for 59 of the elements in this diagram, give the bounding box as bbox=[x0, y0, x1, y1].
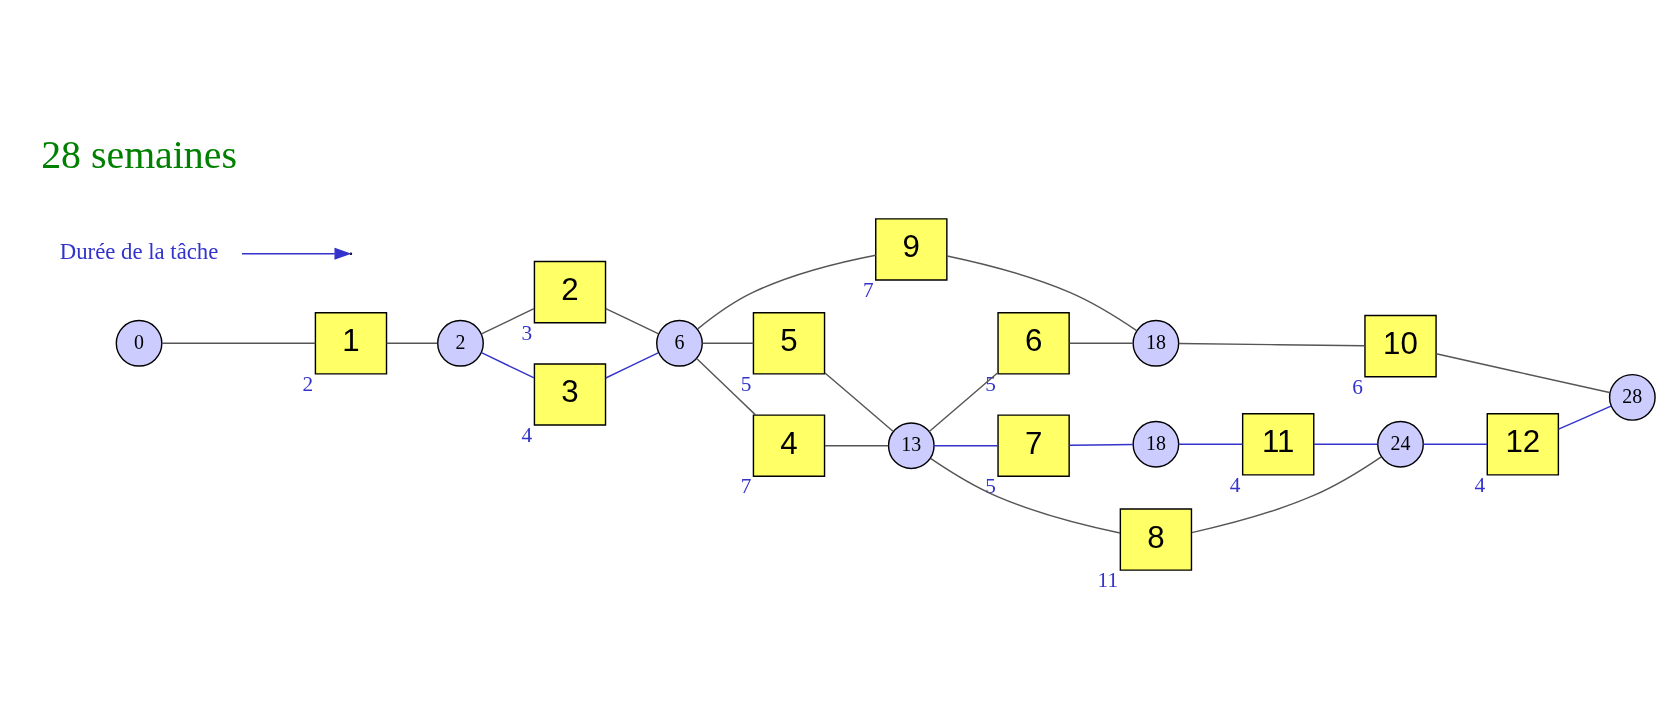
node-box: 12 bbox=[1486, 413, 1560, 476]
node-box: 9 bbox=[875, 218, 948, 281]
connector bbox=[824, 445, 889, 447]
connector bbox=[697, 254, 877, 330]
connector bbox=[930, 457, 1121, 534]
label: 28 semaines bbox=[41, 133, 237, 178]
node-label: 4 bbox=[521, 423, 533, 448]
connector bbox=[386, 342, 438, 344]
node-label: 7 bbox=[862, 278, 874, 303]
connector bbox=[946, 255, 1137, 332]
connector bbox=[695, 357, 757, 416]
node-box: 2 bbox=[533, 260, 607, 324]
node-box: 6 bbox=[997, 312, 1070, 375]
connector bbox=[161, 342, 317, 344]
node-box: 7 bbox=[997, 414, 1070, 477]
node-box: 3 bbox=[533, 363, 607, 426]
node-box: 10 bbox=[1364, 314, 1437, 378]
node-circle: 6 bbox=[656, 319, 703, 367]
node-label: 11 bbox=[1097, 568, 1119, 593]
node-label: 5 bbox=[740, 371, 752, 396]
node-label: 5 bbox=[985, 474, 996, 499]
node-circle: 18 bbox=[1132, 319, 1180, 367]
connector bbox=[605, 307, 659, 335]
arrow bbox=[241, 247, 352, 260]
connector bbox=[928, 371, 999, 433]
connector bbox=[1068, 342, 1134, 344]
node-label: 5 bbox=[985, 371, 996, 396]
node-label: 4 bbox=[1229, 472, 1241, 497]
node-box: 1 bbox=[314, 312, 388, 375]
node-box: 8 bbox=[1119, 508, 1193, 571]
connector bbox=[1178, 342, 1366, 347]
node-circle: 28 bbox=[1608, 373, 1656, 421]
node-box: 5 bbox=[752, 312, 826, 375]
connector bbox=[1313, 443, 1379, 445]
node-box: 11 bbox=[1241, 413, 1315, 476]
node-label: 2 bbox=[302, 371, 314, 396]
connector bbox=[701, 342, 755, 344]
node-label: 4 bbox=[1474, 472, 1486, 497]
connector bbox=[1435, 353, 1611, 394]
connector bbox=[824, 372, 894, 432]
node-text: Durée de la tâche bbox=[59, 239, 219, 265]
node-label: 6 bbox=[1352, 374, 1363, 399]
node-label: 7 bbox=[740, 474, 752, 499]
connector bbox=[480, 308, 535, 335]
connector bbox=[605, 352, 659, 379]
node-circle: 13 bbox=[887, 422, 935, 470]
node-label: 3 bbox=[521, 320, 533, 345]
connector bbox=[933, 445, 999, 447]
connector bbox=[1191, 456, 1382, 534]
connector bbox=[1557, 405, 1612, 430]
node-circle: 18 bbox=[1132, 420, 1180, 468]
connector bbox=[1068, 443, 1134, 446]
node-box: 4 bbox=[752, 414, 826, 477]
connector bbox=[1422, 443, 1488, 445]
node-circle: 24 bbox=[1377, 420, 1424, 468]
node-circle: 0 bbox=[115, 319, 163, 367]
connector bbox=[1178, 443, 1244, 445]
connector bbox=[480, 352, 535, 379]
node-circle: 2 bbox=[437, 319, 484, 367]
